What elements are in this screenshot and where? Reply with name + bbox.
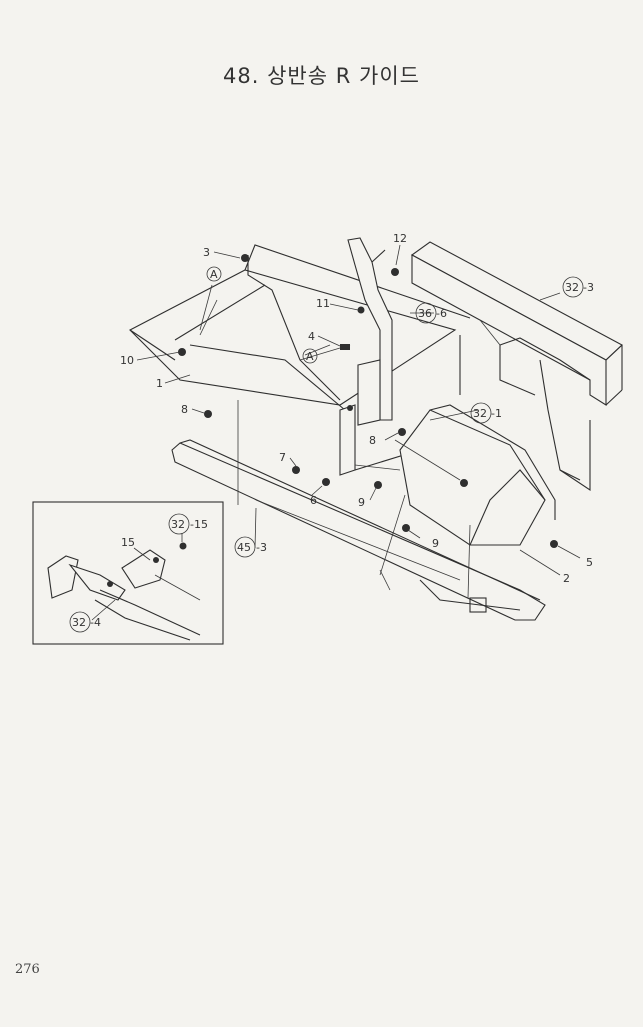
callout-1: 1 [156, 377, 163, 390]
assembly-lines [237, 319, 501, 599]
callout-36-6: 36 -6 [415, 302, 447, 324]
callout-5: 5 [586, 556, 593, 569]
page-title: 48. 상반송 R 가이드 [223, 64, 420, 88]
callout-36-6-suffix: -6 [436, 307, 447, 320]
callout-8-left: 8 [181, 403, 188, 416]
callout-32-1-suffix: -1 [491, 407, 502, 420]
callout-11: 11 [316, 297, 330, 310]
rear-channel-part [410, 241, 623, 492]
page-number: 276 [15, 962, 40, 977]
callout-A-top-label: A [210, 268, 218, 281]
callout-32-4: 32 -4 [69, 611, 101, 633]
callout-2: 2 [563, 572, 570, 585]
callout-32-4-number: 32 [72, 616, 86, 629]
callout-9-lower: 9 [432, 537, 439, 550]
callout-9-upper: 9 [358, 496, 365, 509]
callout-36-6-number: 36 [418, 307, 432, 320]
callout-45-3: 45 -3 [234, 536, 267, 558]
callout-7: 7 [279, 451, 286, 464]
lower-rail-part [171, 439, 546, 621]
vertical-bracket-part [347, 237, 393, 426]
callout-8-right: 8 [369, 434, 376, 447]
callout-A-mid-label: A [306, 350, 314, 363]
callout-32-15: 32 -15 [168, 513, 208, 535]
callout-A-top: A [206, 266, 222, 282]
callout-32-15-suffix: -15 [190, 518, 208, 531]
callout-10: 10 [120, 354, 134, 367]
callout-45-3-suffix: -3 [256, 541, 267, 554]
callout-32-4-suffix: -4 [90, 616, 101, 629]
callout-32-1: 32 -1 [470, 402, 502, 424]
callout-A-mid: A [302, 348, 318, 364]
callout-32-15-number: 32 [171, 518, 185, 531]
lower-bracket-part [339, 404, 421, 476]
callout-15: 15 [121, 536, 135, 549]
callout-45-3-number: 45 [237, 541, 251, 554]
callout-6: 6 [310, 494, 317, 507]
callout-4: 4 [308, 330, 315, 343]
callout-32-3-number: 32 [565, 281, 579, 294]
callout-3: 3 [203, 246, 210, 259]
callout-32-3-suffix: -3 [583, 281, 594, 294]
callout-12: 12 [393, 232, 407, 245]
callout-32-3: 32 -3 [562, 276, 594, 298]
callout-32-1-number: 32 [473, 407, 487, 420]
side-chute-part [399, 404, 556, 546]
fasteners [178, 254, 558, 548]
detail-inset: 32 -15 15 32 -4 [32, 501, 224, 645]
callout-leaders [136, 244, 581, 576]
